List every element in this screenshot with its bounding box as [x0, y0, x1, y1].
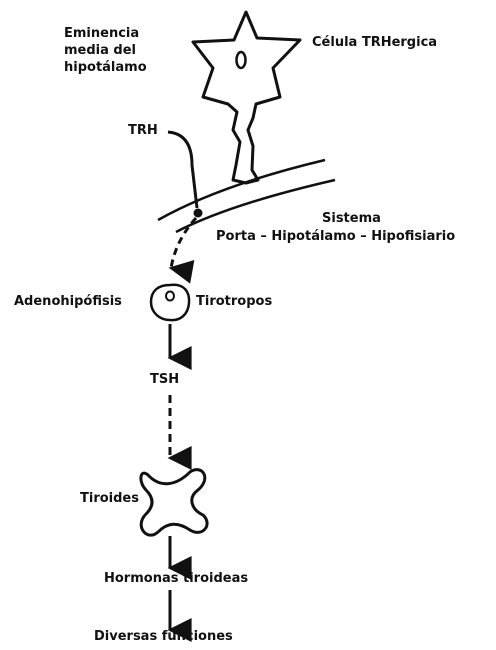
porta-label: Porta – Hipotálamo – Hipofisiario — [216, 228, 455, 245]
eminencia-line-1: Eminencia — [64, 25, 147, 42]
celula-label: Célula TRHergica — [312, 34, 437, 51]
trh-label: TRH — [128, 122, 158, 139]
thyrotrope-cell — [151, 285, 189, 320]
eminencia-line-2: media del — [64, 42, 147, 59]
neuron-cell-shape — [193, 12, 300, 183]
portal-vessel-upper-wall — [158, 160, 325, 220]
tiroides-label: Tiroides — [80, 490, 139, 507]
eminencia-label: Eminencia media del hipotálamo — [64, 25, 147, 76]
neuron-nucleus — [237, 52, 246, 68]
sistema-label: Sistema — [322, 210, 381, 227]
trh-release-dot — [194, 209, 203, 218]
eminencia-line-3: hipotálamo — [64, 59, 147, 76]
funciones-label: Diversas funciones — [94, 628, 233, 645]
tirotropos-label: Tirotropos — [196, 293, 272, 310]
adenohipofisis-label: Adenohipófisis — [14, 293, 122, 310]
portal-vessel-lower-wall — [176, 180, 335, 232]
thyroid-gland-shape — [141, 470, 207, 535]
trh-axon — [168, 132, 197, 208]
tsh-label: TSH — [150, 371, 179, 388]
thyrotrope-nucleus — [166, 292, 174, 301]
hormonas-label: Hormonas tiroideas — [104, 570, 248, 587]
